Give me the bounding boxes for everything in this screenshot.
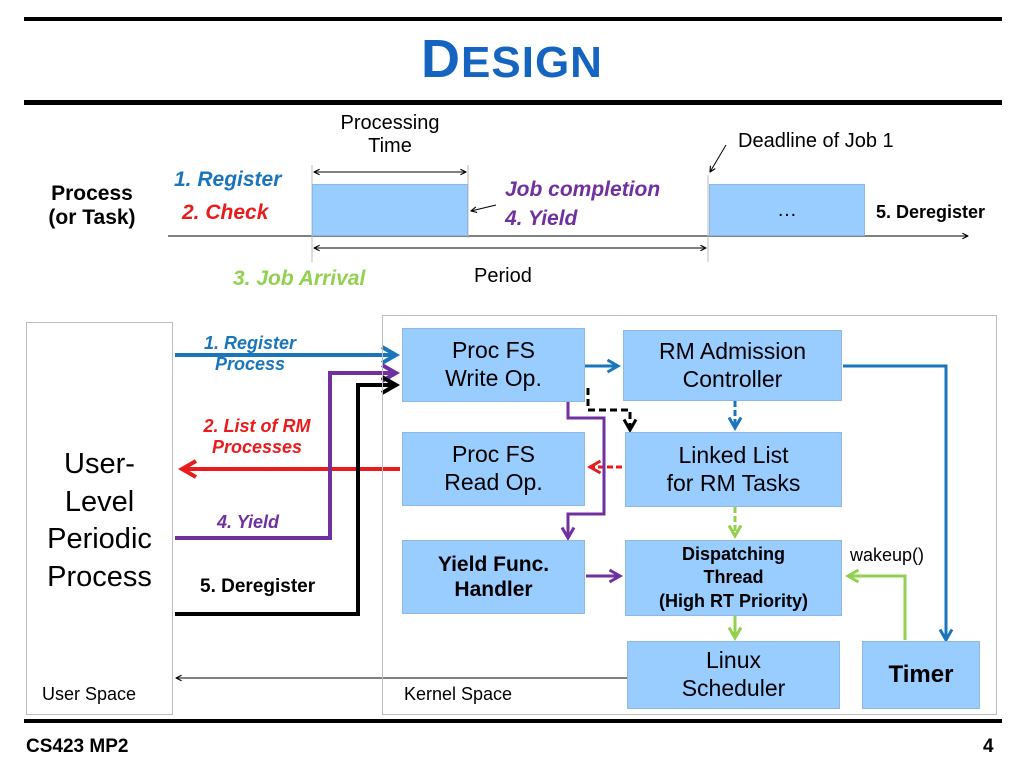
register-process-line2: Process bbox=[214, 353, 286, 374]
register-process-line1: 1. Register bbox=[203, 333, 297, 353]
dispatching-line2: Thread bbox=[703, 567, 764, 588]
top-rule bbox=[24, 17, 1002, 21]
rm-list-label: 2. List of RM Processes bbox=[182, 416, 332, 457]
yield-handler-line1: Yield Func. bbox=[437, 552, 550, 576]
processing-time-line2: Time bbox=[368, 135, 412, 157]
yield-handler-box: Yield Func. Handler bbox=[402, 540, 585, 614]
kernel-space-label: Kernel Space bbox=[404, 684, 513, 704]
slide-title: DESIGN bbox=[0, 28, 1024, 90]
rm-list-line1: 2. List of RM bbox=[203, 416, 311, 436]
footer-page-number: 4 bbox=[983, 736, 994, 757]
job2-ellipsis: … bbox=[777, 199, 797, 221]
linux-scheduler-line2: Scheduler bbox=[681, 675, 786, 701]
processing-time-line1: Processing bbox=[340, 112, 440, 134]
write-to-handler-arrow bbox=[560, 402, 606, 542]
title-initial: D bbox=[421, 29, 462, 89]
job-completion-label: Job completion bbox=[505, 178, 661, 201]
user-process-label: User- Level Periodic Process bbox=[26, 446, 173, 597]
user-space-panel bbox=[26, 322, 173, 715]
rm-list-line2: Processes bbox=[211, 436, 303, 457]
yield-label: 4. Yield bbox=[505, 207, 578, 230]
job-arrival-label: 3. Job Arrival bbox=[233, 267, 366, 290]
yield-arrow-label: 4. Yield bbox=[217, 512, 280, 532]
check-label: 2. Check bbox=[182, 201, 269, 224]
user-process-line3: Periodic bbox=[47, 523, 152, 556]
processing-time-label: Processing Time bbox=[320, 112, 460, 158]
user-process-line4: Process bbox=[47, 561, 152, 594]
period-label: Period bbox=[474, 265, 532, 287]
user-process-line2: Level bbox=[64, 485, 135, 518]
linux-scheduler-line1: Linux bbox=[706, 647, 761, 674]
linked-list-box: Linked List for RM Tasks bbox=[625, 432, 842, 507]
procfs-write-box: Proc FS Write Op. bbox=[402, 328, 585, 402]
linked-list-line1: Linked List bbox=[678, 441, 789, 468]
process-label-line2: (or Task) bbox=[48, 206, 136, 230]
deadline-pointer bbox=[710, 144, 727, 172]
wakeup-label: wakeup() bbox=[850, 545, 925, 565]
procfs-read-line1: Proc FS bbox=[451, 441, 536, 468]
timer-wakeup-arrow bbox=[844, 568, 907, 640]
procfs-write-line2: Write Op. bbox=[445, 365, 542, 391]
footer-rule bbox=[24, 719, 1002, 723]
process-label-line1: Process bbox=[51, 182, 133, 205]
linux-scheduler-box: Linux Scheduler bbox=[627, 641, 840, 709]
linked-list-line2: for RM Tasks bbox=[666, 469, 801, 496]
write-to-list-dashed-arrow bbox=[586, 388, 638, 434]
procfs-write-line1: Proc FS bbox=[451, 337, 536, 364]
yield-arrow bbox=[175, 363, 401, 540]
deadline-label: Deadline of Job 1 bbox=[738, 130, 894, 152]
deregister-arrow-label: 5. Deregister bbox=[200, 576, 316, 597]
procfs-read-line2: Read Op. bbox=[444, 469, 543, 495]
job1-box bbox=[312, 184, 468, 236]
title-underline bbox=[24, 100, 1002, 105]
footer-course: CS423 MP2 bbox=[26, 736, 129, 757]
kernel-space-panel bbox=[382, 315, 997, 715]
register-process-label: 1. Register Process bbox=[180, 333, 320, 374]
job-completion-pointer bbox=[471, 204, 497, 211]
timer-box: Timer bbox=[862, 641, 980, 709]
register-label: 1. Register bbox=[174, 168, 282, 191]
user-space-label: User Space bbox=[42, 684, 137, 704]
dispatching-thread-box: Dispatching Thread (High RT Priority) bbox=[625, 540, 842, 616]
timer-label: Timer bbox=[888, 660, 954, 688]
rm-admission-box: RM Admission Controller bbox=[623, 330, 842, 401]
dispatching-line3: (High RT Priority) bbox=[659, 590, 808, 611]
procfs-read-box: Proc FS Read Op. bbox=[402, 432, 585, 506]
dispatching-line1: Dispatching bbox=[681, 543, 785, 564]
rm-admission-line2: Controller bbox=[682, 365, 783, 392]
process-label: Process (or Task) bbox=[36, 182, 148, 230]
admission-to-timer-arrow bbox=[843, 364, 954, 644]
title-rest: ESIGN bbox=[461, 38, 603, 87]
rm-admission-line1: RM Admission bbox=[659, 337, 806, 364]
deregister-timeline-label: 5. Deregister bbox=[876, 202, 986, 222]
deregister-arrow bbox=[175, 375, 401, 616]
yield-handler-line2: Handler bbox=[454, 578, 533, 601]
job2-box: … bbox=[709, 184, 865, 236]
user-process-line1: User- bbox=[64, 448, 135, 480]
